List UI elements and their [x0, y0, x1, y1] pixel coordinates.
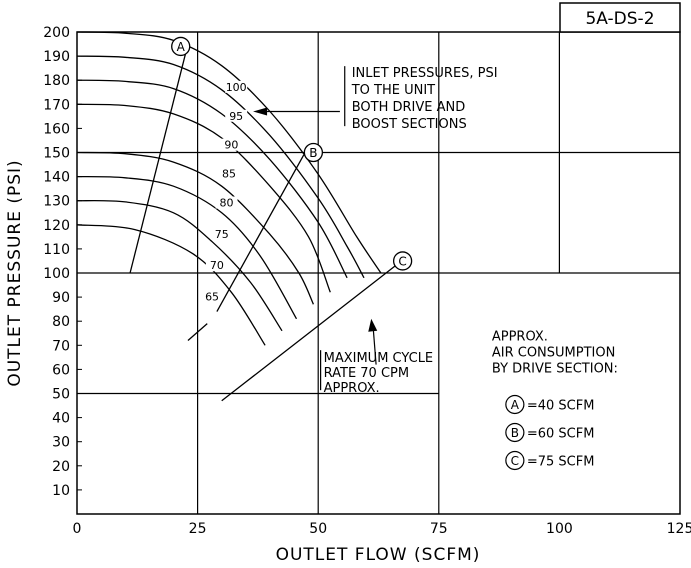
marker-circle-A: [171, 36, 191, 57]
consumption-circle-B: [505, 422, 525, 443]
y-tick-label-150: 150: [43, 146, 70, 162]
x-axis-title: OUTLET FLOW (SCFM): [276, 545, 481, 565]
curve-label-bg-75: [210, 227, 233, 240]
inlet-note-line-3: BOTH DRIVE AND: [352, 100, 466, 115]
marker-letter-B: B: [309, 146, 317, 160]
y-tick-label-200: 200: [43, 25, 70, 41]
x-tick-label-75: 75: [430, 521, 448, 537]
consumption-note-line-1: APPROX.: [492, 329, 548, 344]
title-badge-box: [559, 2, 681, 33]
curve-label-100: 100: [226, 81, 247, 94]
y-tick-label-170: 170: [43, 97, 70, 113]
cycle-note-line-3: APPROX.: [324, 381, 380, 396]
curve-label-bg-95: [225, 109, 248, 122]
x-tick-label-0: 0: [73, 521, 82, 537]
marker-letter-C: C: [398, 254, 406, 268]
curve-70: [76, 199, 283, 332]
y-tick-label-30: 30: [52, 435, 70, 451]
curve-label-95: 95: [229, 110, 243, 123]
y-tick-label-70: 70: [52, 338, 70, 354]
x-tick-label-100: 100: [546, 521, 573, 537]
marker-letter-A: A: [177, 40, 186, 54]
curve-label-bg-70: [205, 259, 228, 272]
consumption-circle-C: [505, 450, 525, 471]
consumption-lines: [129, 43, 396, 402]
curve-labels: 100 95 90 85 80 75 70 65: [201, 80, 248, 304]
y-tick-label-180: 180: [43, 73, 70, 89]
y-tick-label-140: 140: [43, 170, 70, 186]
y-tick-label-100: 100: [43, 266, 70, 282]
cycle-arrow-shaft: [372, 328, 377, 365]
axis-ticks: 0 25 50 75 100 125 10 20 30 40 50 60 70 80 90 100 110 120…: [43, 25, 691, 537]
y-tick-label-90: 90: [52, 290, 70, 306]
curve-label-bg-90: [220, 138, 243, 151]
consumption-markers: A B C: [171, 36, 413, 271]
inlet-arrow-head: [253, 107, 268, 116]
annotations: INLET PRESSURES, PSI TO THE UNIT BOTH DRIV…: [253, 66, 618, 471]
y-axis-title: OUTLET PRESSURE (PSI): [5, 159, 25, 386]
title-badge: 5A-DS-2: [559, 2, 681, 33]
x-tick-label-25: 25: [189, 521, 207, 537]
y-tick-label-80: 80: [52, 314, 70, 330]
curve-label-85: 85: [222, 168, 236, 181]
consumption-value-C: =75 SCFM: [527, 454, 595, 469]
y-tick-label-60: 60: [52, 362, 70, 378]
curve-100: [76, 31, 382, 274]
curve-label-bg-100: [225, 80, 248, 93]
consumption-circle-A: [505, 394, 525, 415]
grid-lines: [77, 32, 680, 514]
line-B-upper: [216, 154, 305, 312]
consumption-letter-C: C: [511, 454, 519, 468]
curve-85: [76, 103, 331, 293]
curve-label-bg-65: [201, 290, 224, 303]
inlet-note-line-4: BOOST SECTIONS: [352, 117, 467, 132]
x-tick-label-125: 125: [667, 521, 691, 537]
consumption-letter-B: B: [511, 426, 519, 440]
curve-label-bg-80: [215, 196, 238, 209]
y-tick-label-20: 20: [52, 459, 70, 475]
inlet-note-line-2: TO THE UNIT: [351, 83, 435, 98]
consumption-note-line-2: AIR CONSUMPTION: [492, 345, 615, 360]
cycle-arrow-head: [368, 318, 378, 332]
pressure-curves: [76, 31, 382, 346]
curve-label-65: 65: [205, 291, 219, 304]
title-badge-text: 5A-DS-2: [585, 9, 654, 29]
y-tick-label-190: 190: [43, 49, 70, 65]
curve-label-bg-85: [217, 167, 240, 180]
curve-90: [76, 79, 348, 279]
line-B: [187, 323, 208, 341]
consumption-note-line-3: BY DRIVE SECTION:: [492, 361, 618, 376]
curve-65: [76, 224, 266, 346]
cycle-note-line-2: RATE 70 CPM: [324, 366, 409, 381]
curve-80: [76, 151, 314, 305]
curve-label-75: 75: [215, 228, 229, 241]
consumption-letter-A: A: [511, 398, 520, 412]
curve-95: [76, 55, 365, 279]
x-tick-label-50: 50: [309, 521, 327, 537]
inlet-note-line-1: INLET PRESSURES, PSI: [352, 66, 498, 81]
curve-label-70: 70: [210, 259, 224, 272]
consumption-value-A: =40 SCFM: [527, 398, 595, 413]
curve-label-90: 90: [224, 139, 238, 152]
marker-circle-C: [392, 251, 413, 271]
y-tick-label-130: 130: [43, 194, 70, 210]
y-tick-label-120: 120: [43, 218, 70, 234]
line-C: [221, 265, 396, 402]
chart-area: 0 25 50 75 100 125 10 20 30 40 50 60 70 80 90 100 110 120…: [43, 25, 691, 537]
y-tick-label-40: 40: [52, 411, 70, 427]
curve-75: [76, 175, 298, 320]
y-tick-label-110: 110: [43, 242, 70, 258]
y-tick-label-50: 50: [52, 387, 70, 403]
line-A: [129, 43, 189, 274]
y-tick-label-160: 160: [43, 121, 70, 137]
y-tick-label-10: 10: [52, 483, 70, 499]
curve-label-80: 80: [220, 197, 234, 210]
consumption-value-B: =60 SCFM: [527, 426, 595, 441]
marker-circle-B: [303, 142, 324, 163]
cycle-note-line-1: MAXIMUM CYCLE: [324, 351, 434, 366]
